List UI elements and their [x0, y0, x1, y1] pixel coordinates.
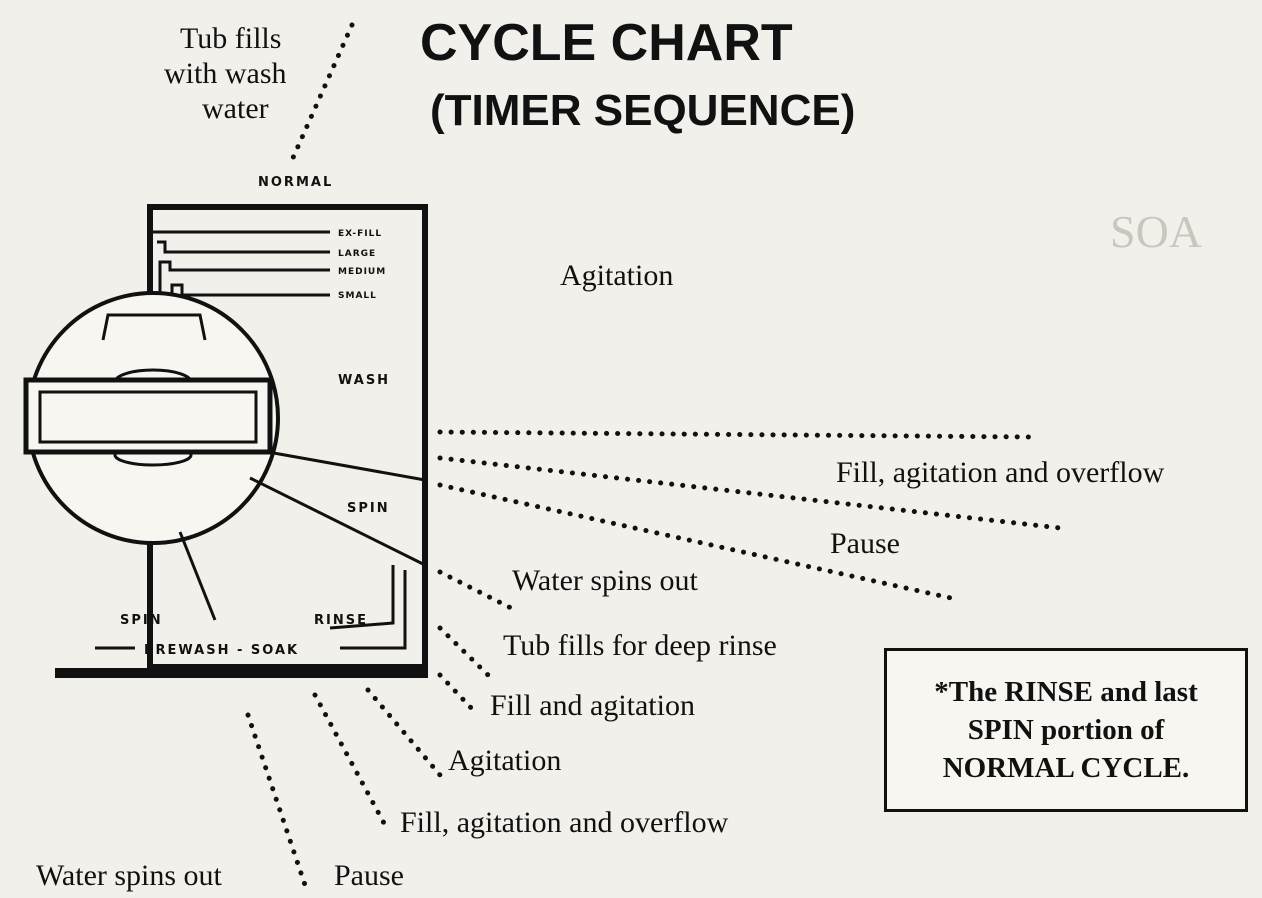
load-size-medium: MEDIUM [338, 267, 386, 277]
leader-pause-top [437, 482, 963, 603]
load-size-exfill: EX-FILL [338, 229, 382, 239]
load-size-small: SMALL [338, 291, 377, 301]
leader-fill-overflow-top [437, 455, 1063, 531]
leader-tub-fills-deep-rinse [437, 625, 491, 678]
rinse-spin-note-box: *The RINSE and last SPIN portion of NORM… [884, 648, 1248, 812]
leader-fill-and-agitation [437, 672, 478, 715]
callout-agitation-top: Agitation [560, 259, 673, 292]
dial-pointer-notch [101, 313, 207, 341]
segment-spin-upper: SPIN [347, 501, 390, 516]
leader-agitation-bottom [365, 687, 443, 778]
note-line3: NORMAL CYCLE. [942, 752, 1190, 784]
chart-subtitle: (TIMER SEQUENCE) [430, 86, 855, 135]
chart-title: CYCLE CHART [420, 14, 793, 72]
callout-pause-bottom: Pause [334, 859, 404, 892]
tub-fills-line2: with wash [164, 57, 287, 90]
segment-spin-lower: SPIN [120, 613, 163, 628]
leader-agitation-top [437, 429, 1033, 440]
tub-fills-line1: Tub fills [180, 22, 281, 55]
note-line1: *The RINSE and last [934, 676, 1198, 708]
callout-fill-overflow-bottom: Fill, agitation and overflow [400, 806, 729, 839]
leader-fill-overflow-bottom [312, 692, 388, 828]
tub-fills-leader [289, 22, 355, 163]
callout-agitation-bottom: Agitation [448, 744, 561, 777]
leader-water-spins-out-mid [437, 569, 518, 613]
timer-knob-window [38, 390, 258, 444]
callout-fill-and-agitation: Fill and agitation [490, 689, 695, 722]
callout-fill-overflow-top: Fill, agitation and overflow [836, 456, 1165, 489]
load-size-large: LARGE [338, 249, 376, 259]
normal-label: NORMAL [258, 175, 333, 190]
note-line2: SPIN portion of [967, 714, 1165, 746]
callout-pause-top: Pause [830, 527, 900, 560]
leader-water-spins-out-bottom [245, 712, 308, 888]
callout-tub-fills-deep-rinse: Tub fills for deep rinse [503, 629, 777, 662]
segment-rinse: RINSE [314, 613, 368, 628]
bleed-through-heading: SOA [1110, 206, 1203, 257]
cycle-segment-lines [95, 450, 426, 650]
callout-water-spins-out-mid: Water spins out [512, 564, 699, 597]
segment-prewash-soak: PREWASH - SOAK [144, 643, 299, 658]
callout-water-spins-out-bottom: Water spins out [36, 859, 223, 892]
load-size-ticks [150, 230, 330, 320]
segment-wash: WASH [338, 373, 390, 388]
tub-fills-line3: water [202, 92, 269, 125]
